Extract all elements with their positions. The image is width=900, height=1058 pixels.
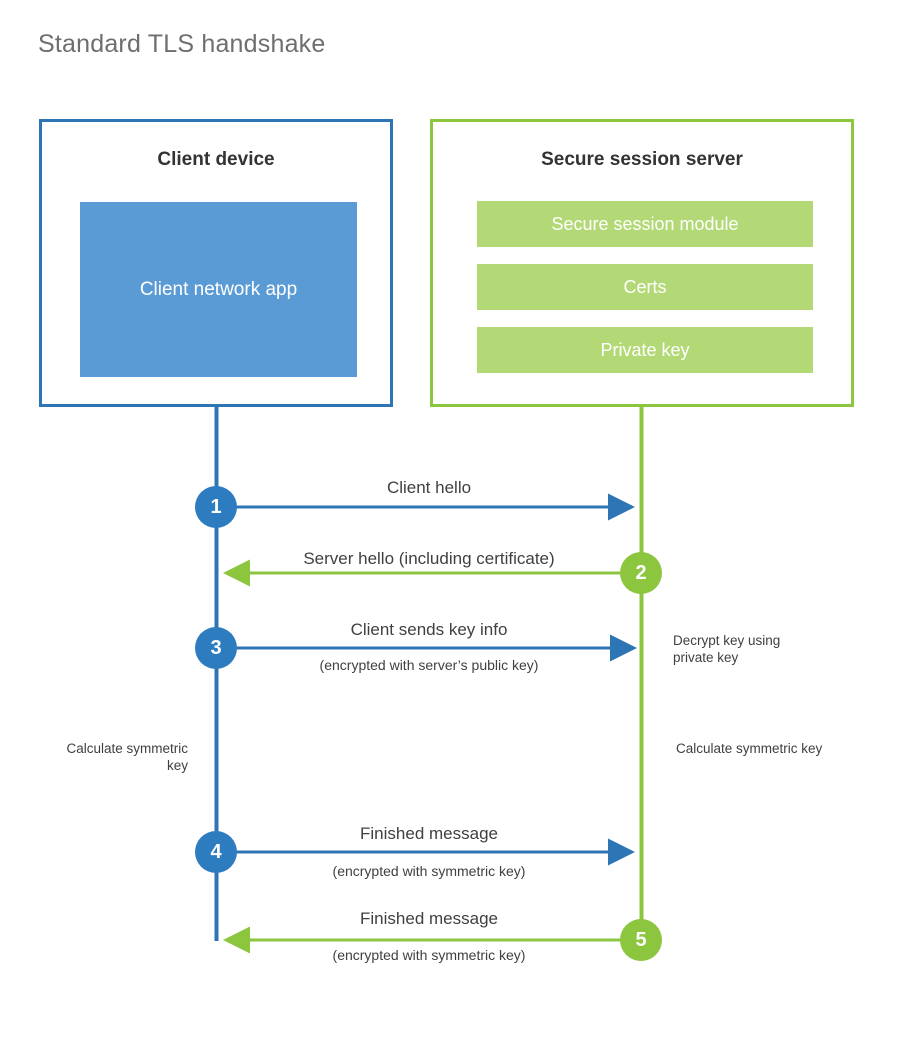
server-component-secure-session-module: Secure session module (477, 201, 813, 247)
client-device-box: Client device Client network app (39, 119, 393, 407)
message-label-step-3: Client sends key info (350, 620, 508, 639)
message-label-step-2: Server hello (including certificate) (303, 549, 555, 568)
message-label-step-4: Finished message (360, 824, 498, 843)
step-marker-5[interactable]: 5 (620, 919, 662, 961)
secure-session-server-box: Secure session server Secure session mod… (430, 119, 854, 407)
step-marker-3[interactable]: 3 (195, 627, 237, 669)
message-label-step-5: Finished message (360, 909, 498, 928)
secure-session-server-title: Secure session server (541, 149, 743, 170)
client-device-title: Client device (157, 149, 275, 170)
message-sublabel-step-3: (encrypted with server’s public key) (319, 657, 539, 673)
annotation-decrypt-key: Decrypt key using private key (673, 633, 781, 665)
annotation-server-calculate-symmetric-key: Calculate symmetric key (676, 741, 823, 756)
page-title: Standard TLS handshake (38, 30, 326, 58)
step-marker-2[interactable]: 2 (620, 552, 662, 594)
message-sublabel-step-4: (encrypted with symmetric key) (332, 863, 526, 879)
message-label-step-1: Client hello (386, 478, 472, 497)
step-marker-4[interactable]: 4 (195, 831, 237, 873)
server-component-certs: Certs (477, 264, 813, 310)
annotation-client-calculate-symmetric-key: Calculate symmetric key (66, 741, 188, 773)
message-sublabel-step-5: (encrypted with symmetric key) (332, 947, 526, 963)
client-network-app-block: Client network app (80, 202, 357, 377)
step-marker-1[interactable]: 1 (195, 486, 237, 528)
server-component-private-key: Private key (477, 327, 813, 373)
